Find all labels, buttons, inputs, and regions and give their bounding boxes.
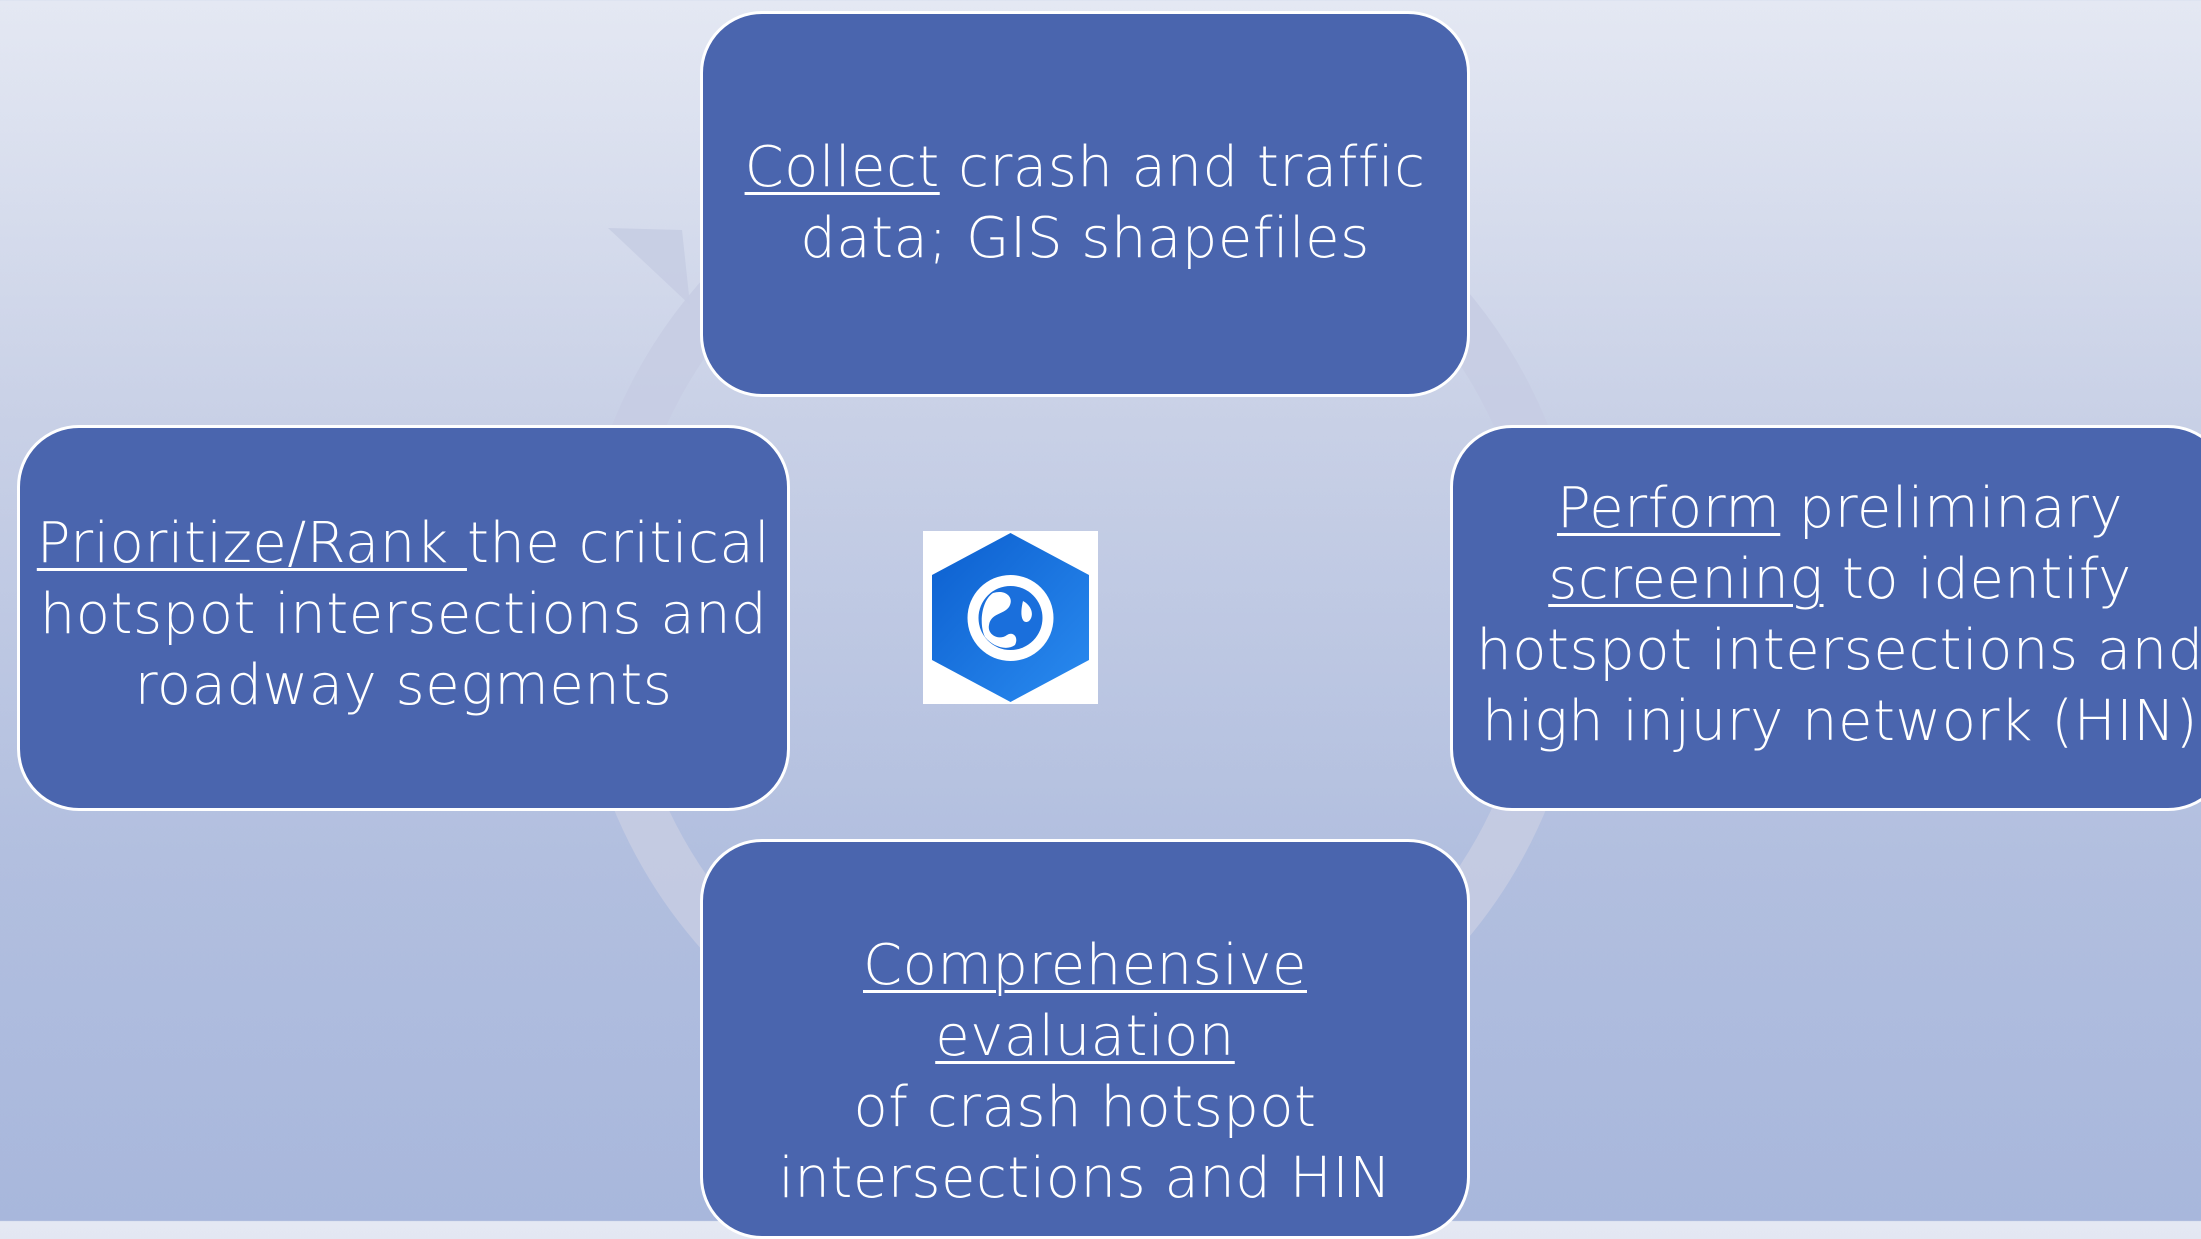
- step-perform-text-line3: hotspot intersections and: [1476, 618, 2201, 683]
- globe-app-icon: [923, 531, 1098, 704]
- step-evaluation-text-line2: of crash hotspot: [853, 1075, 1317, 1140]
- step-perform-text1: preliminary: [1780, 476, 2124, 541]
- step-prioritize-box: Prioritize/Rank the critical hotspot int…: [17, 425, 790, 811]
- globe-hexagon-icon: [932, 533, 1089, 702]
- step-prioritize-text-line1: the critical: [466, 510, 771, 576]
- cycle-arrowhead: [608, 228, 690, 305]
- step-perform-keyword-screening: screening: [1548, 547, 1824, 612]
- step-prioritize-keyword: Prioritize/Rank: [36, 510, 467, 576]
- step-collect-keyword: Collect: [744, 135, 940, 200]
- step-collect-text-line2: data; GIS shapefiles: [800, 206, 1370, 271]
- step-perform-text-line4: high injury network (HIN): [1482, 689, 2198, 754]
- step-evaluation-text-line3: intersections and HIN: [778, 1146, 1392, 1211]
- step-evaluation-box: Comprehensive evaluation of crash hotspo…: [700, 839, 1470, 1239]
- step-perform-box: Perform preliminary screening to identif…: [1450, 425, 2201, 811]
- step-evaluation-keyword: Comprehensive evaluation: [863, 933, 1307, 1069]
- step-perform-keyword: Perform: [1556, 476, 1781, 541]
- step-perform-text2: to identify: [1823, 547, 2132, 612]
- step-collect-text-line1: crash and traffic: [939, 135, 1426, 200]
- step-collect-box: Collect crash and traffic data; GIS shap…: [700, 11, 1470, 397]
- step-prioritize-text-line2: hotspot intersections and: [39, 581, 768, 647]
- step-prioritize-text-line3: roadway segments: [134, 652, 673, 718]
